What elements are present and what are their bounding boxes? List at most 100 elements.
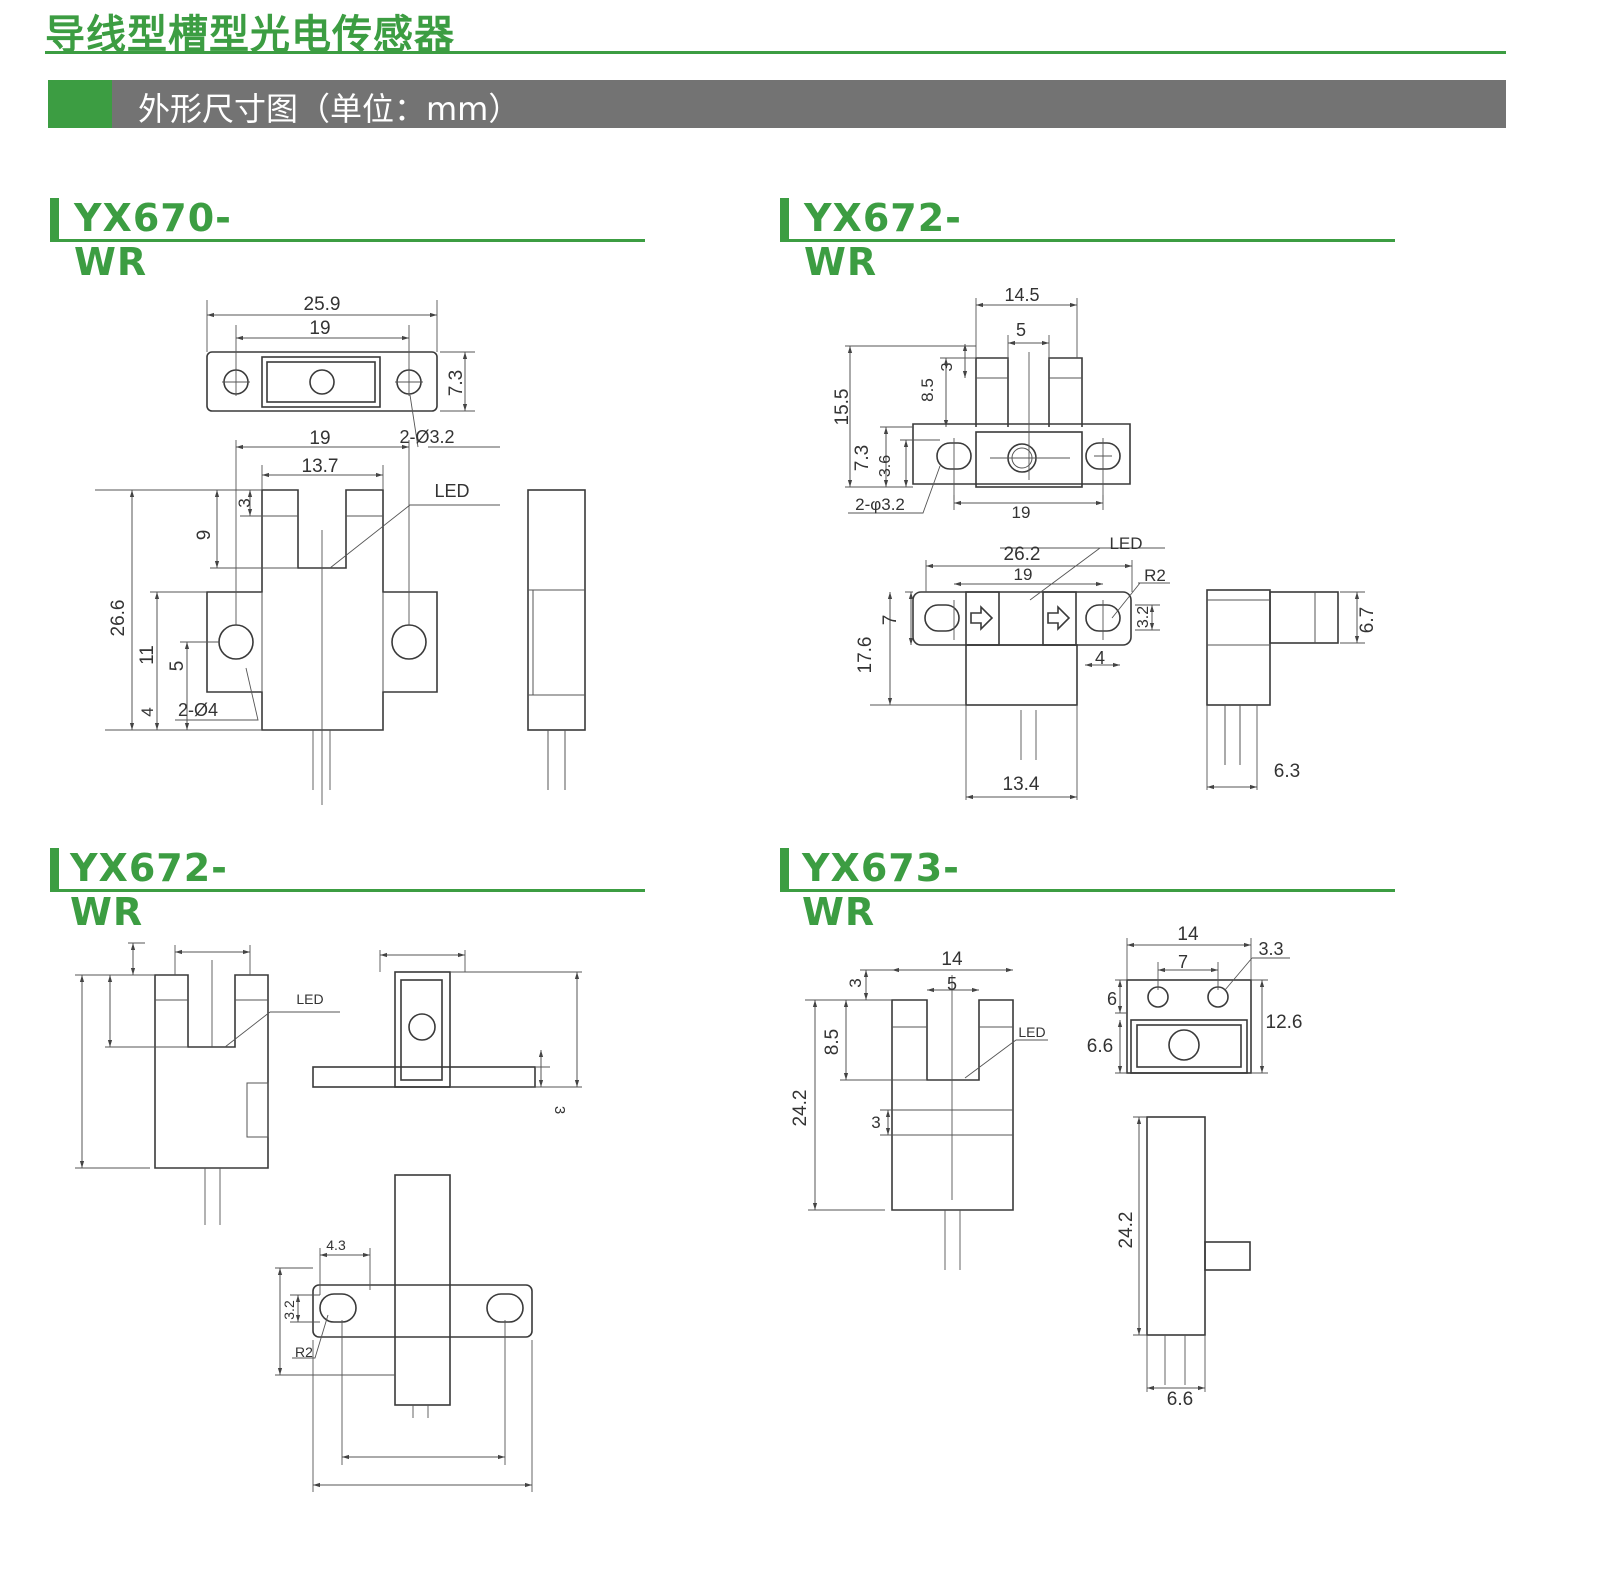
dimension-label: 7	[880, 615, 901, 626]
dimension-label: 7	[1178, 952, 1188, 972]
yx672b-bottom-view	[312, 1174, 533, 1492]
dimension-label: 26.6	[108, 600, 129, 637]
page-title: 导线型槽型光电传感器	[45, 12, 455, 58]
mount-flange	[312, 1284, 533, 1338]
heading-rule	[780, 889, 1395, 892]
housing	[394, 971, 451, 1088]
yx670-top-view	[206, 351, 438, 412]
dimension-label: 8.5	[822, 1029, 843, 1055]
heading-accent	[780, 198, 789, 242]
mount-flange	[312, 1066, 536, 1088]
mount-hole	[218, 624, 254, 660]
yx670-side-view	[527, 489, 586, 790]
dimension-label: 5	[1016, 320, 1026, 340]
yx672b-top-view	[312, 971, 536, 1088]
dimension-label: 13.7	[302, 456, 339, 477]
side-tab	[1204, 1241, 1251, 1271]
dimension-label: 3.3	[1258, 939, 1283, 959]
heading-rule	[50, 889, 645, 892]
dimension-label: 19	[309, 318, 330, 339]
title-divider	[45, 51, 1506, 54]
sensor-body	[891, 999, 1014, 1211]
dimension-label: 3.2	[1135, 606, 1152, 628]
dimension-label: 3.2	[281, 1300, 297, 1320]
lens-circle	[408, 1013, 436, 1041]
dimension-label: 9	[194, 530, 215, 541]
dimension-label: 25.9	[304, 294, 341, 315]
dimension-label: 13.4	[1003, 774, 1040, 795]
yx672-top-view	[912, 352, 1131, 500]
sensor-body	[912, 357, 1131, 485]
wires	[1164, 1335, 1186, 1385]
mount-slot	[924, 604, 960, 632]
dimension-label: 8.5	[918, 378, 937, 402]
yx673-top-view	[1126, 979, 1252, 1074]
arrow-icon	[970, 605, 1071, 631]
center-lines	[953, 352, 1112, 500]
body-edges	[155, 999, 269, 1138]
dimension-label: 5	[167, 661, 188, 672]
sensor-body	[154, 974, 269, 1169]
side-body	[1206, 589, 1271, 706]
dimension-label: R2	[1144, 566, 1166, 585]
dimension-label: 6.7	[1357, 607, 1378, 633]
dimension-label: 17.6	[855, 637, 876, 674]
model-name: YX673-WR	[802, 846, 960, 934]
dimension-label: 3	[939, 362, 956, 371]
dimension-label: 6.3	[1274, 761, 1300, 782]
dimension-label: 3.6	[877, 455, 894, 477]
dimension-label: 3	[871, 1113, 880, 1132]
dimension-label: 2-Ø3.2	[399, 427, 454, 447]
dimension-label: 24.2	[790, 1090, 811, 1127]
dimension-label: 19	[309, 428, 330, 449]
wires	[312, 1320, 533, 1492]
dimension-label: 14	[1177, 924, 1199, 945]
mount-slot	[486, 1293, 524, 1323]
dimension-label: 6.6	[1167, 1389, 1193, 1410]
mount-plate	[206, 351, 438, 412]
dimension-label: 12.6	[1266, 1012, 1303, 1033]
side-edges	[1207, 592, 1316, 765]
dimension-label: 14.5	[1004, 285, 1039, 305]
yx672b-front-view	[154, 960, 269, 1225]
banner-accent	[48, 80, 112, 128]
dimension-label: 4	[1095, 648, 1105, 668]
wires	[944, 975, 961, 1270]
wires	[204, 960, 221, 1225]
dimension-lines	[75, 298, 1365, 1488]
housing-window	[400, 979, 443, 1081]
lens-circle	[1168, 1029, 1200, 1061]
section-banner: 外形尺寸图（单位：mm）	[48, 80, 1506, 128]
dimension-label: 7.3	[446, 370, 467, 396]
side-edges	[528, 589, 585, 790]
model-name: YX670-WR	[74, 196, 232, 284]
dimension-label: 5	[947, 974, 957, 994]
dimension-label: 2-Ø4	[178, 700, 218, 720]
dimension-label: 11	[137, 645, 158, 665]
dimension-label: 3	[235, 498, 254, 507]
yx673-side-view	[1146, 1116, 1251, 1385]
heading-rule	[50, 239, 645, 242]
heading-accent	[780, 848, 789, 892]
dimension-label: 19	[1012, 503, 1031, 522]
wires	[953, 600, 1104, 760]
yx672-side-view	[1206, 589, 1339, 765]
dimension-label: 3	[551, 1106, 568, 1114]
dimension-label: 15.5	[832, 389, 853, 426]
dimension-label: 4.3	[326, 1237, 346, 1253]
dimension-label: 19	[1014, 565, 1033, 584]
dimension-label: 6	[1107, 989, 1117, 1009]
model-name: YX672-WR	[804, 196, 962, 284]
wires	[312, 530, 331, 805]
banner-title: 外形尺寸图（单位：mm）	[138, 90, 521, 128]
yx672-front-view	[912, 591, 1132, 760]
dimension-label: 24.2	[1116, 1212, 1137, 1249]
receiver-block	[1042, 591, 1077, 646]
extension-lines	[75, 298, 1365, 1392]
mount-flange	[912, 591, 1132, 646]
dimension-label: 4	[138, 707, 157, 716]
dimension-label: LED	[434, 481, 469, 501]
